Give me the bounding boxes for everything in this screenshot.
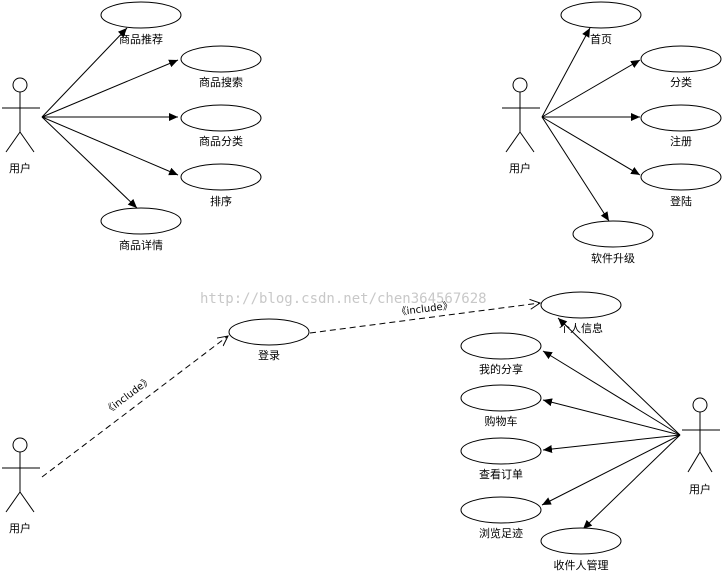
usecase-product-detail: [100, 207, 182, 235]
usecase-label: 购物车: [485, 414, 518, 428]
usecase-label: 商品推荐: [119, 32, 163, 46]
include-arrow: [41, 336, 228, 478]
association-arrow: [541, 27, 591, 118]
actor-label: 用户: [689, 482, 711, 496]
association-arrow: [557, 317, 681, 436]
usecase-label: 排序: [210, 194, 232, 208]
association-arrow: [542, 434, 681, 453]
association-arrow: [541, 116, 641, 176]
usecase-product-recommend: [100, 1, 182, 29]
association-arrow: [541, 434, 681, 506]
usecase-register: [640, 104, 722, 132]
usecase-login-top: [640, 163, 722, 191]
usecase-category: [640, 45, 722, 73]
usecase-product-category: [180, 104, 262, 132]
watermark-text: http://blog.csdn.net/chen364567628: [200, 291, 487, 307]
actor-label: 用户: [509, 161, 531, 175]
usecase-personal-info: [540, 291, 622, 319]
usecase-label: 查看订单: [479, 467, 523, 481]
actor-user-top-right: [502, 77, 540, 153]
include-label: 《include》: [102, 374, 154, 417]
usecase-label: 软件升级: [591, 251, 635, 265]
usecase-label: 分类: [670, 75, 692, 89]
actor-user-bottom-right: [682, 397, 720, 473]
association-arrow: [541, 59, 641, 118]
usecase-view-orders: [460, 437, 542, 465]
association-arrow: [542, 398, 681, 436]
usecase-sort: [180, 163, 262, 191]
usecase-label: 我的分享: [479, 362, 523, 376]
usecase-my-share: [460, 332, 542, 360]
usecase-label: 商品搜索: [199, 75, 243, 89]
usecase-label: 浏览足迹: [479, 526, 523, 540]
association-arrow: [41, 59, 179, 118]
association-arrow: [541, 116, 610, 222]
actor-label: 用户: [9, 161, 31, 175]
actor-user-top-left: [2, 77, 40, 153]
association-arrow: [41, 27, 128, 118]
usecase-label: 登录: [258, 348, 280, 362]
usecase-label: 登陆: [670, 194, 692, 208]
usecase-home: [560, 1, 642, 29]
usecase-browse-history: [460, 496, 542, 524]
association-arrow: [41, 116, 179, 176]
usecase-login: [228, 318, 310, 346]
actor-label: 用户: [9, 521, 31, 535]
usecase-label: 个人信息: [559, 321, 603, 335]
association-arrow: [542, 350, 681, 436]
include-arrow: [309, 303, 540, 334]
usecase-cart: [460, 384, 542, 412]
usecase-recipient-mgmt: [540, 527, 622, 555]
association-arrow: [41, 116, 138, 209]
usecase-label: 收件人管理: [554, 558, 609, 572]
usecase-product-search: [180, 45, 262, 73]
usecase-label: 注册: [670, 134, 692, 148]
association-arrow: [582, 434, 681, 530]
usecase-software-upgrade: [572, 220, 654, 248]
usecase-label: 商品详情: [119, 238, 163, 252]
actor-user-bottom-left: [2, 437, 40, 513]
usecase-label: 商品分类: [199, 134, 243, 148]
usecase-label: 首页: [590, 32, 612, 46]
